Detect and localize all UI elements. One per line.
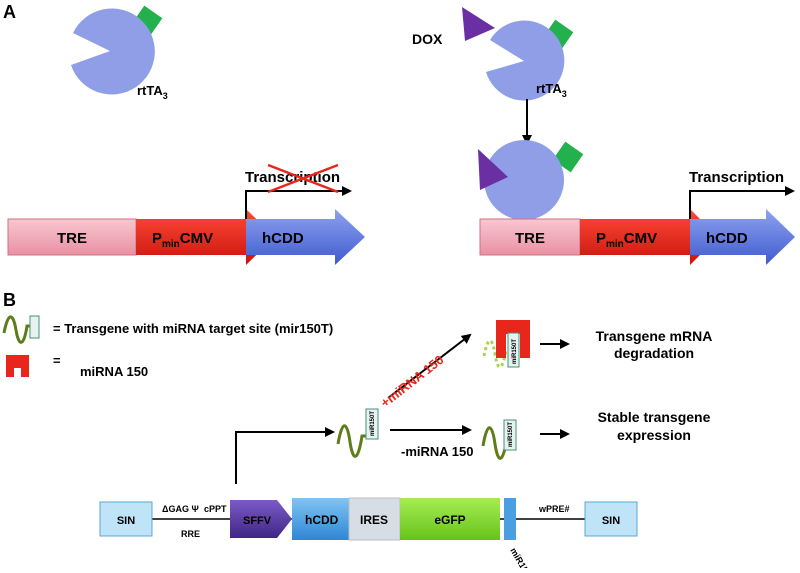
tre-label: TRE [515,230,545,247]
panel-b-label: B [3,290,16,310]
pacman-shape [71,8,155,95]
dotted-transgene-wave [482,339,509,369]
expression-arrow [235,427,335,484]
rre-label: RRE [181,529,200,539]
gene-label: hCDD [262,230,304,247]
hcdd-box [292,498,349,540]
degraded-transgene: miR150T [482,320,530,369]
mir150t-box [504,498,516,540]
legend-mirna-eq: = [53,353,61,368]
rtta3-dox-complex [478,140,584,220]
sin-label-right: SIN [602,515,620,527]
egfp-label: eGFP [434,513,465,527]
mirna-shape [6,355,29,377]
cross-out-line [267,163,339,194]
sffv-promoter [230,500,292,538]
tag-label: miR150T [508,422,514,447]
outcome-stable-line2: expression [617,427,691,443]
target-site-tag [365,408,379,440]
construct-on: TRE PminCMV hCDD Transcription [479,169,795,265]
mir150t-label: miR150T [508,546,536,568]
protein-circle [484,140,564,220]
gene-arrow [246,209,365,265]
target-site-tag [507,332,520,368]
promoter-arrow [580,209,718,265]
outcome-degradation-line1: Transgene mRNA [596,328,713,344]
egfp-box [400,498,500,540]
legend-transgene-symbol [2,315,40,344]
transgene-wave [336,424,366,458]
rtta3-label-left: rtTA3 [137,83,168,101]
rtta3-protein-right [486,19,574,101]
ires-label: IRES [360,513,388,527]
cppt-label: cPPT [204,504,227,514]
tre-box [479,218,581,256]
dox-triangle-bound [478,149,508,190]
minus-mirna-label: -miRNA 150 [401,444,473,459]
rtta3-label-right: rtTA3 [536,81,567,99]
promoter-label: PminCMV [152,230,213,250]
transcription-label: Transcription [689,169,784,186]
outcome-stable-line1: Stable transgene [598,409,711,425]
target-site-tag [29,315,40,339]
construct-off: TRE PminCMV hCDD Transcription [7,163,365,265]
stable-transgene: miR150T [481,419,517,460]
tag-label: miR150T [512,339,518,364]
promoter-arrow [136,209,275,265]
legend-mirna-text: miRNA 150 [80,364,148,379]
sin-label-left: SIN [117,515,135,527]
transgene-wave [2,315,31,344]
tag-label: miR150T [370,411,376,436]
plus-mirna-arrow [387,333,472,399]
promoter-label: PminCMV [596,230,657,250]
target-site-tag [503,419,517,451]
gag-label: ΔGAG Ψ [162,504,199,514]
legend-transgene-text: = Transgene with miRNA target site (mir1… [53,321,333,336]
sffv-label: SFFV [243,515,272,527]
sin-box-left [99,501,153,537]
sin-box-right [584,501,638,537]
panel-a-label: A [3,2,16,22]
dox-label: DOX [412,31,443,47]
pacman-shape [486,20,565,101]
hcdd-label: hCDD [305,513,339,527]
outcome-degradation-line2: degradation [614,345,694,361]
lentiviral-construct: SIN ΔGAG Ψ cPPT RRE SFFV hCDD IRES eGFP … [99,497,638,573]
rtta3-protein-left [71,5,163,95]
gene-label: hCDD [706,230,748,247]
plus-mirna-label: +miRNA 150 [378,352,447,410]
tre-label: TRE [57,230,87,247]
dox-triangle [462,7,495,41]
transcription-arrow [689,186,795,219]
mirna-bound [496,320,530,358]
tre-box [7,218,137,256]
transgene-center: miR150T [336,408,379,458]
legend-mirna-symbol [6,355,29,377]
gene-arrow [690,209,795,265]
wpre-label: wPRE# [538,504,570,514]
mirna-notch [14,368,21,377]
transcription-arrow [245,186,352,219]
